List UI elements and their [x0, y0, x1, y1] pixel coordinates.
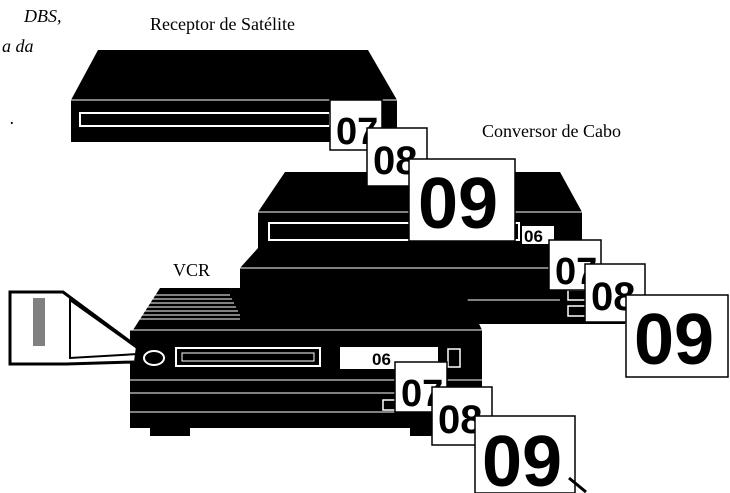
satellite-receiver-label: Receptor de Satélite: [150, 14, 295, 34]
vcr-callout: [8, 290, 141, 366]
cable-channel-display: 06: [522, 226, 554, 246]
channel-card-09: 09: [625, 294, 729, 380]
vcr-power-button: [143, 350, 165, 366]
svg-text:09: 09: [634, 300, 714, 380]
card-corner-mark: [568, 476, 587, 493]
margin-text-line2: a da: [2, 36, 34, 56]
svg-text:09: 09: [482, 422, 562, 493]
svg-text:06: 06: [372, 350, 391, 369]
margin-text-line3: .: [10, 108, 15, 128]
vcr-label: VCR: [173, 260, 210, 280]
callout-gray-bar: [33, 298, 45, 346]
satellite-channel-cards: 07 08 09: [329, 99, 516, 244]
channel-card-08: 08: [584, 263, 646, 323]
vcr-cassette-slot: [175, 347, 321, 367]
svg-text:06: 06: [524, 227, 543, 246]
cable-converter-label: Conversor de Cabo: [482, 121, 621, 141]
channel-card-09: 09: [408, 158, 516, 244]
svg-text:09: 09: [418, 164, 498, 244]
vcr-channel-cards: 07 08 09: [394, 361, 587, 493]
channel-card-09: 09: [474, 415, 587, 493]
margin-text-line1: DBS,: [23, 6, 62, 26]
cable-channel-cards: 07 08 09: [548, 239, 729, 380]
cable-display-slot: [268, 222, 520, 241]
vcr-vent-grille: [138, 294, 240, 320]
